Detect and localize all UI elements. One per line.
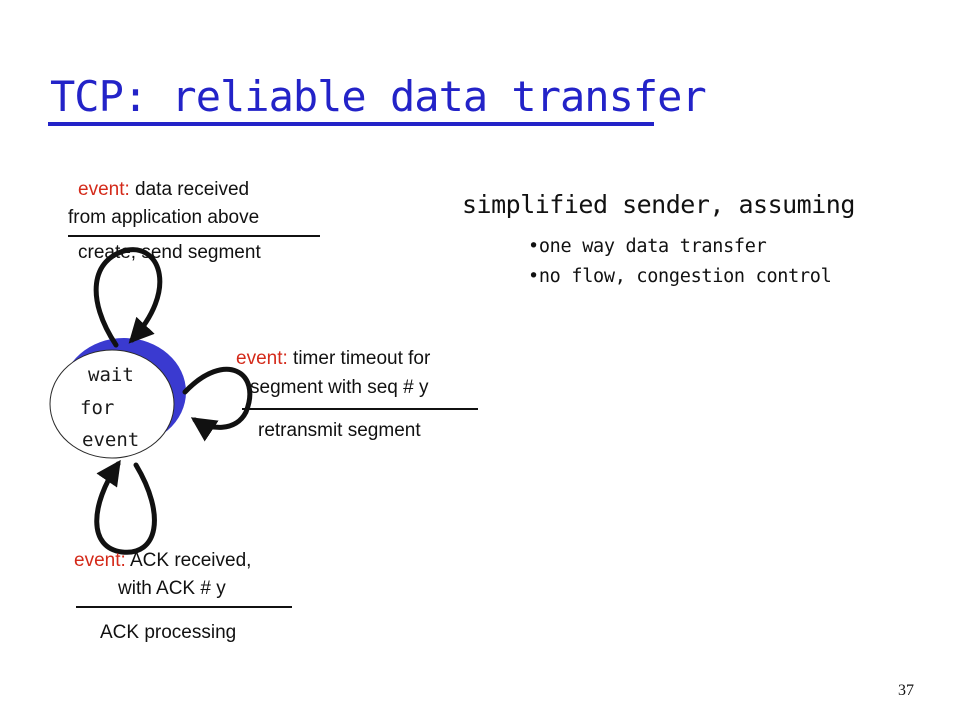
transition-ack-event: event: ACK received, bbox=[74, 550, 251, 572]
assumption-bullet-2: •no flow, congestion control bbox=[528, 266, 832, 287]
event-text: data received bbox=[129, 179, 250, 200]
state-label-line1: wait bbox=[88, 364, 134, 386]
page-number: 37 bbox=[898, 682, 914, 699]
transition-data-received-event-line2: from application above bbox=[68, 207, 260, 228]
assumption-text: one way data transfer bbox=[538, 236, 767, 257]
title-underline bbox=[48, 122, 654, 126]
state-label-line3: event bbox=[82, 429, 139, 451]
transition-timeout-divider bbox=[242, 408, 478, 410]
event-keyword: event: bbox=[236, 348, 288, 369]
transition-timeout-event: event: timer timeout for bbox=[236, 348, 430, 370]
assumption-bullet-1: •one way data transfer bbox=[528, 236, 767, 257]
transition-data-received-action: create, send segment bbox=[78, 242, 261, 263]
assumptions-heading: simplified sender, assuming bbox=[462, 190, 855, 219]
event-text: timer timeout for bbox=[287, 348, 431, 369]
transition-ack-action: ACK processing bbox=[100, 622, 237, 643]
event-keyword: event: bbox=[74, 550, 126, 571]
event-text: ACK received, bbox=[125, 550, 252, 571]
self-loop-right-arrow bbox=[182, 366, 253, 442]
transition-timeout-action: retransmit segment bbox=[258, 420, 421, 441]
event-keyword: event: bbox=[78, 179, 130, 200]
transition-data-received-event: event: data received bbox=[78, 179, 249, 201]
self-loop-top-arrow bbox=[93, 247, 163, 348]
state-label-line2: for bbox=[80, 397, 114, 419]
assumption-text: no flow, congestion control bbox=[538, 266, 832, 287]
state-wait-for-event: wait for event bbox=[49, 338, 186, 459]
transition-ack-divider bbox=[76, 606, 292, 608]
state-circle bbox=[49, 349, 175, 459]
self-loop-bottom-arrow bbox=[94, 459, 157, 555]
transition-ack-event-line2: with ACK # y bbox=[118, 578, 226, 599]
slide-title: TCP: reliable data transfer bbox=[50, 72, 707, 121]
transition-timeout-event-line2: segment with seq # y bbox=[250, 377, 429, 398]
transition-data-received-divider bbox=[68, 235, 320, 237]
